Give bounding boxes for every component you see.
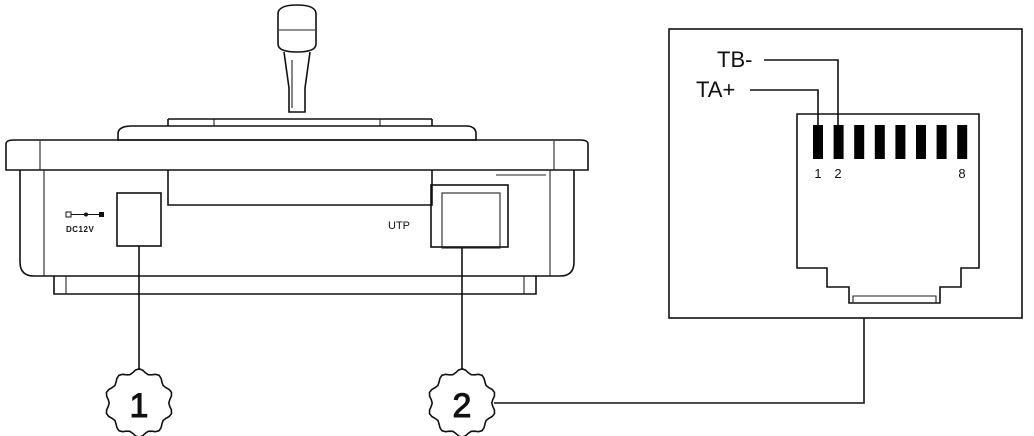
- callout-badge-1: 1: [105, 367, 173, 436]
- controller-device: DC12V UTP: [5, 4, 589, 370]
- pin-number-1: 1: [814, 166, 821, 181]
- callout-badge-2: 2: [428, 367, 496, 436]
- pin-number-2: 2: [834, 166, 841, 181]
- rj45-pin-6: [916, 125, 926, 159]
- utp-cable: [494, 318, 865, 404]
- body-front: [19, 170, 575, 277]
- rj45-pin-7: [936, 125, 947, 159]
- utp-port: [430, 184, 509, 248]
- utp-port-label: UTP: [388, 220, 410, 232]
- rj45-jack-latch: [852, 295, 937, 303]
- rj45-pinout-panel: 1 2 8 TB- TA+: [668, 28, 1023, 319]
- signal-label-ta: TA+: [696, 77, 735, 102]
- top-plate: [117, 118, 477, 141]
- rj45-pin-2: [833, 125, 844, 159]
- pin-number-8: 8: [958, 166, 965, 181]
- callout-number-2: 2: [453, 387, 472, 425]
- rj45-pin-8: [957, 125, 968, 159]
- wire-tb: [764, 59, 839, 125]
- rj45-pin-4: [874, 125, 885, 159]
- front-slot: [167, 170, 433, 206]
- joystick: [277, 4, 317, 113]
- rj45-pin-1: [813, 125, 823, 159]
- rj45-jack-outline: [796, 113, 980, 304]
- power-port: [116, 192, 162, 247]
- utp-port-inner: [441, 192, 501, 249]
- rj45-pin-5: [895, 125, 906, 159]
- rj45-pin-3: [854, 125, 865, 159]
- power-label: DC12V: [66, 225, 94, 234]
- rj45-panel-frame: [668, 28, 1023, 319]
- callout-number-1: 1: [130, 387, 149, 425]
- wire-ta: [750, 89, 819, 125]
- rj45-pins: [813, 125, 968, 159]
- signal-label-tb: TB-: [717, 47, 752, 72]
- dc-polarity-icon: [65, 211, 104, 218]
- bottom-foot: [53, 276, 537, 295]
- body-rim: [5, 139, 589, 171]
